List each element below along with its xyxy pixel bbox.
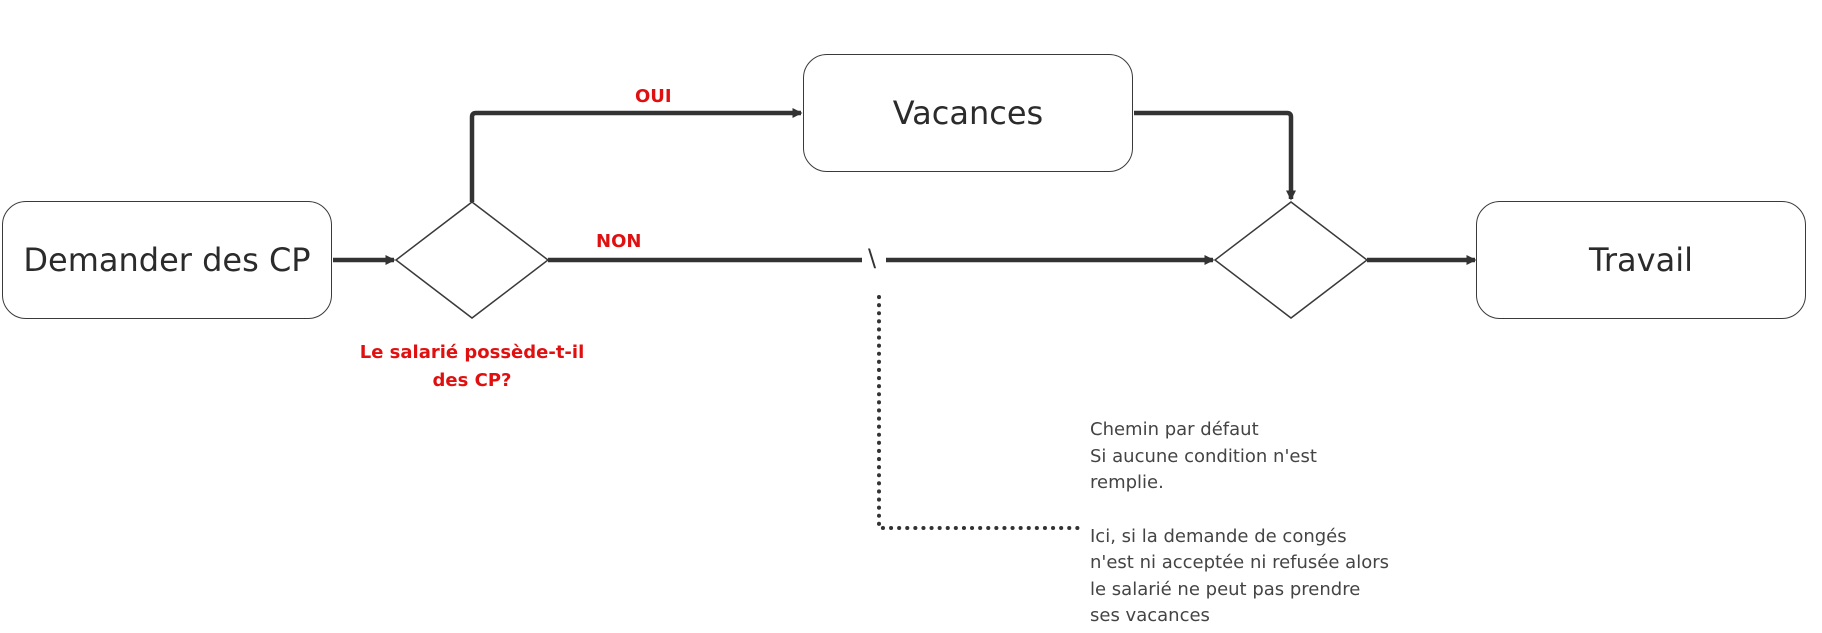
gateway-diamond-cp-check — [394, 201, 550, 319]
task-vacances-label: Vacances — [892, 94, 1044, 132]
task-travail: Travail — [1476, 201, 1806, 319]
task-travail-label: Travail — [1589, 241, 1693, 279]
task-vacances: Vacances — [803, 54, 1133, 172]
flow-label-non: NON — [596, 231, 642, 252]
flow-vacances-to-gateway — [1134, 110, 1296, 201]
annotation-line: remplie. — [1090, 472, 1164, 493]
annotation-association-dotted — [877, 295, 1080, 530]
annotation-line: n'est ni acceptée ni refusée alors — [1090, 552, 1389, 573]
gateway-question-line-2: des CP? — [432, 370, 512, 391]
annotation-line: Ici, si la demande de congés — [1090, 525, 1347, 547]
gateway-diamond-merge — [1213, 201, 1369, 319]
annotation-spacer — [1090, 497, 1389, 524]
annotation-line: Si aucune condition n'est — [1090, 445, 1317, 467]
task-demander-label: Demander des CP — [23, 241, 311, 279]
flow-label-oui: OUI — [635, 86, 672, 107]
flow-oui-to-vacances — [469, 108, 803, 202]
annotation-line: le salarié ne peut pas prendre — [1090, 578, 1361, 600]
task-demander-des-cp: Demander des CP — [2, 201, 332, 319]
gateway-question: Le salarié possède-t-il des CP? — [352, 339, 592, 395]
annotation-line: Chemin par défaut — [1090, 419, 1259, 440]
gateway-question-line-1: Le salarié possède-t-il — [359, 342, 585, 363]
text-annotation: Chemin par défaut Si aucune condition n'… — [1090, 417, 1389, 630]
default-flow-marker: \ — [868, 244, 877, 272]
annotation-line: ses vacances — [1090, 605, 1210, 626]
